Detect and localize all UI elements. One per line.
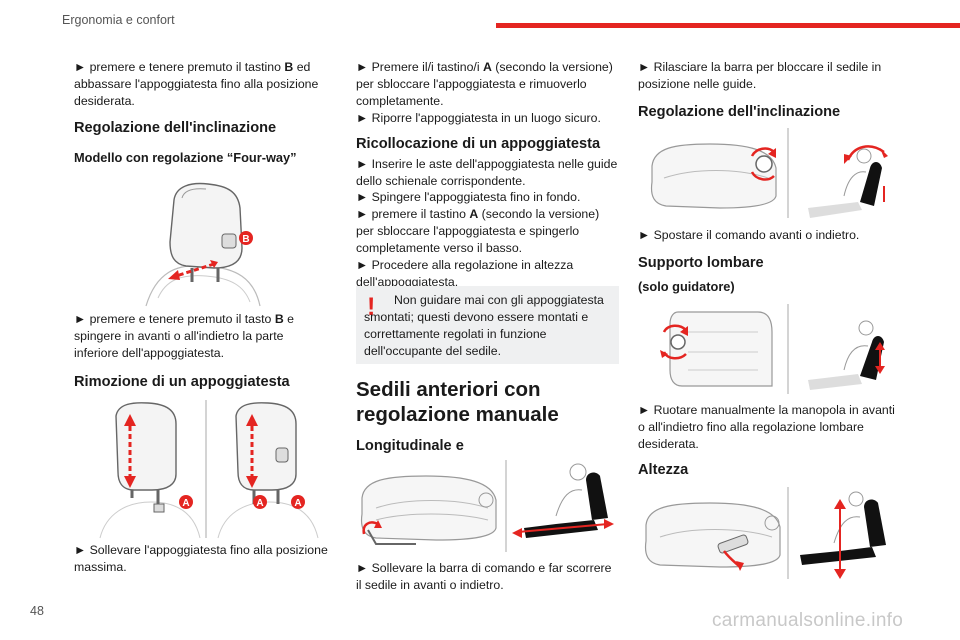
svg-text:B: B: [242, 234, 249, 245]
header-accent-bar: [496, 0, 960, 34]
paragraph: ► premere e tenere premuto il tastino B …: [74, 60, 319, 108]
paragraph: ► Spostare il comando avanti o indietro.: [638, 228, 860, 242]
seat-height-figure: [640, 485, 898, 581]
warning-box: ! Non guidare mai con gli appoggiatesta …: [356, 286, 619, 364]
section-heading: Ricollocazione di un appoggiatesta: [356, 136, 601, 152]
section-heading: Longitudinale e: [356, 438, 464, 454]
subheading: Modello con regolazione “Four-way”: [74, 150, 297, 165]
paragraph: ► Inserire le aste dell'appoggiatesta ne…: [356, 157, 618, 188]
svg-text:A: A: [182, 498, 189, 509]
seat-recline-figure: [648, 126, 898, 220]
warning-icon: !: [367, 293, 376, 321]
page-number: 48: [30, 604, 44, 618]
lumbar-support-figure: [648, 302, 898, 396]
svg-text:A: A: [294, 498, 301, 509]
paragraph: ► Sollevare la barra di comando e far sc…: [356, 561, 612, 592]
paragraph: ► Procedere alla regolazione in altezza …: [356, 258, 574, 289]
paragraph: ► Ruotare manualmente la manopola in ava…: [638, 403, 895, 451]
paragraph: ► premere e tenere premuto il tasto B e …: [74, 312, 294, 360]
section-heading: Supporto lombare: [638, 255, 764, 271]
headrest-tilt-figure: B: [136, 178, 266, 308]
subheading: (solo guidatore): [638, 279, 735, 294]
headrest-removal-figure: A A A: [96, 398, 336, 540]
paragraph: ► Riporre l'appoggiatesta in un luogo si…: [356, 111, 601, 125]
paragraph: ► Premere il/i tastino/i A (secondo la v…: [356, 60, 613, 108]
watermark: carmanualsonline.info: [712, 610, 904, 631]
svg-text:A: A: [256, 498, 263, 509]
paragraph: ► Sollevare l'appoggiatesta fino alla po…: [74, 543, 328, 574]
section-heading: Rimozione di un appoggiatesta: [74, 374, 290, 390]
section-heading: Regolazione dell'inclinazione: [638, 104, 841, 120]
warning-text: Non guidare mai con gli appoggiatesta sm…: [364, 293, 604, 358]
running-header: Ergonomia e confort: [62, 13, 175, 27]
paragraph: ► Rilasciare la barra per bloccare il se…: [638, 60, 882, 91]
section-heading: Altezza: [638, 462, 689, 478]
seat-slide-figure: [356, 458, 618, 554]
chapter-heading: Sedili anteriori con regolazione manuale: [356, 378, 559, 426]
paragraph: ► premere il tastino A (secondo la versi…: [356, 207, 600, 255]
paragraph: ► Spingere l'appoggiatesta fino in fondo…: [356, 190, 581, 204]
section-heading: Regolazione dell'inclinazione: [74, 120, 277, 136]
